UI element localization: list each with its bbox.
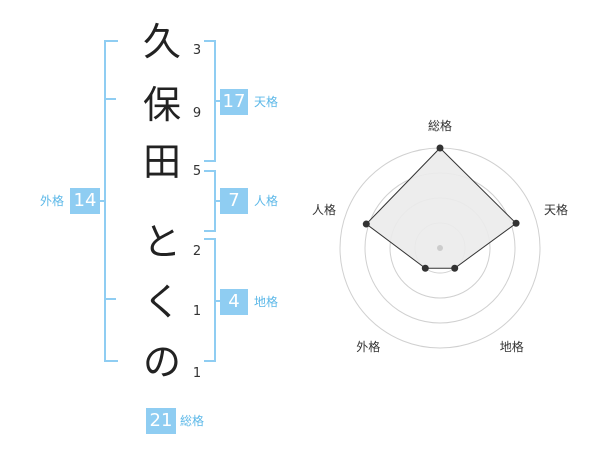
radar-point [362,220,370,228]
soukaku-badge: 21 [146,408,176,434]
radar-label-gaikaku: 外格 [356,339,381,354]
radar-area [365,147,517,269]
gaikaku-bracket-tick-bottom [104,298,116,300]
gaikaku-label: 外格 [40,194,65,208]
name-char-1: 久 [142,20,181,64]
radar-point [436,144,444,152]
name-char-4: と [142,220,181,264]
tenkaku-label: 天格 [254,95,279,109]
gaikaku-connector [98,200,106,202]
gaikaku-bracket-tick-top [104,98,116,100]
stroke-count-2: 9 [192,106,202,121]
stroke-count-1: 3 [192,43,202,58]
radar-points [362,144,520,272]
stroke-count-6: 1 [192,366,202,381]
radar-point [421,264,429,272]
radar-point [512,219,520,227]
radar-label-chikaku: 地格 [499,339,524,354]
stroke-count-5: 1 [192,304,202,319]
radar-center-dot [437,245,443,251]
name-char-5: く [142,280,181,324]
tenkaku-connector [214,100,222,102]
radar-label-tenkaku: 天格 [544,203,569,218]
soukaku-label: 総格 [180,414,205,428]
jinkaku-connector [214,200,222,202]
name-char-6: の [142,340,181,384]
gaikaku-badge: 14 [70,188,100,214]
stroke-count-4: 2 [192,244,202,259]
stroke-count-3: 5 [192,164,202,179]
radar-point [451,264,459,272]
radar-label-soukaku: 総格 [428,119,453,133]
tenkaku-badge: 17 [220,89,248,115]
jinkaku-label: 人格 [254,194,279,208]
chikaku-connector [214,300,222,302]
name-char-3: 田 [142,140,181,184]
radar-label-jinkaku: 人格 [311,203,336,218]
name-char-2: 保 [142,83,181,127]
chikaku-label: 地格 [254,295,279,309]
chikaku-badge: 4 [220,289,248,315]
jinkaku-badge: 7 [220,188,248,214]
